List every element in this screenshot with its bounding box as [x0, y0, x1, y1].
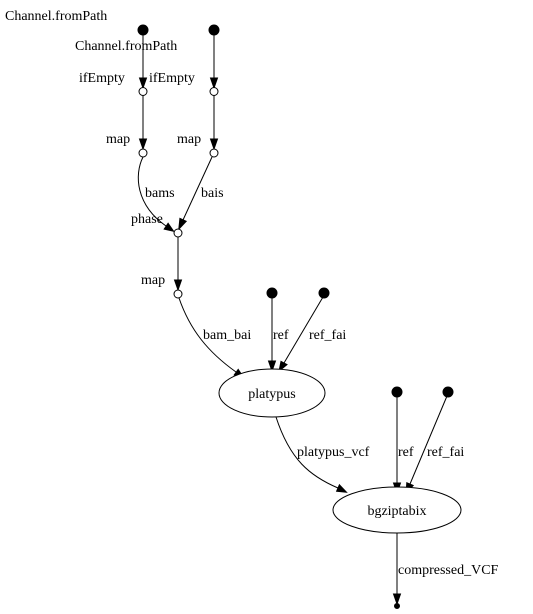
edge-ifempty-right-to-map	[209, 95, 219, 151]
edge-label-ref-1: ref	[273, 328, 289, 343]
process-node-platypus	[218, 368, 326, 418]
source-node-ref-fai-2	[442, 386, 454, 398]
edge-platypus-vcf	[275, 416, 348, 493]
edge-label-platypus-vcf: platypus_vcf	[297, 445, 370, 460]
map-merged-label: map	[141, 273, 165, 288]
edge-compressed-vcf	[392, 528, 402, 606]
source-node-left	[137, 24, 149, 36]
op-node-ifempty-right	[209, 87, 219, 96]
source-node-ref-1	[266, 287, 278, 299]
edge-bams	[137, 156, 175, 232]
sink-node	[394, 603, 400, 609]
edge-bais	[178, 156, 213, 231]
source-node-ref-2	[391, 386, 403, 398]
edge-label-ref-2: ref	[398, 445, 414, 460]
process-node-bgziptabix	[332, 486, 462, 534]
map-right-label: map	[177, 132, 201, 147]
source-label: Channel.fromPath	[75, 39, 177, 54]
edge-source-right-to-ifempty	[209, 30, 219, 90]
edge-ifempty-left-to-map	[138, 95, 148, 151]
ifempty-right-label: ifEmpty	[149, 71, 195, 86]
edge-label-compressed-vcf: compressed_VCF	[398, 563, 499, 578]
map-left-label: map	[106, 132, 130, 147]
edge-label-ref-fai-1: ref_fai	[309, 328, 346, 343]
edge-phase-to-map	[173, 237, 183, 292]
edge-label-bais: bais	[201, 186, 224, 201]
op-node-map-left	[138, 148, 148, 158]
op-node-map-right	[209, 148, 219, 158]
edge-ref-1	[267, 298, 277, 373]
edge-label-bams: bams	[145, 186, 175, 201]
top-label: Channel.fromPath	[5, 9, 107, 24]
ifempty-left-label: ifEmpty	[79, 71, 125, 86]
edge-ref-fai-1	[278, 296, 324, 373]
source-node-right	[208, 24, 220, 36]
op-node-ifempty-left	[138, 87, 148, 96]
edge-label-bam-bai: bam_bai	[203, 328, 251, 343]
op-node-phase	[173, 228, 183, 238]
op-node-map-merged	[173, 289, 183, 299]
platypus-label: platypus	[248, 387, 295, 402]
edge-label-ref-fai-2: ref_fai	[427, 445, 464, 460]
source-node-ref-fai-1	[318, 287, 330, 299]
bgziptabix-label: bgziptabix	[367, 504, 426, 519]
phase-label: phase	[131, 212, 163, 227]
edge-source-left-to-ifempty	[138, 30, 148, 90]
